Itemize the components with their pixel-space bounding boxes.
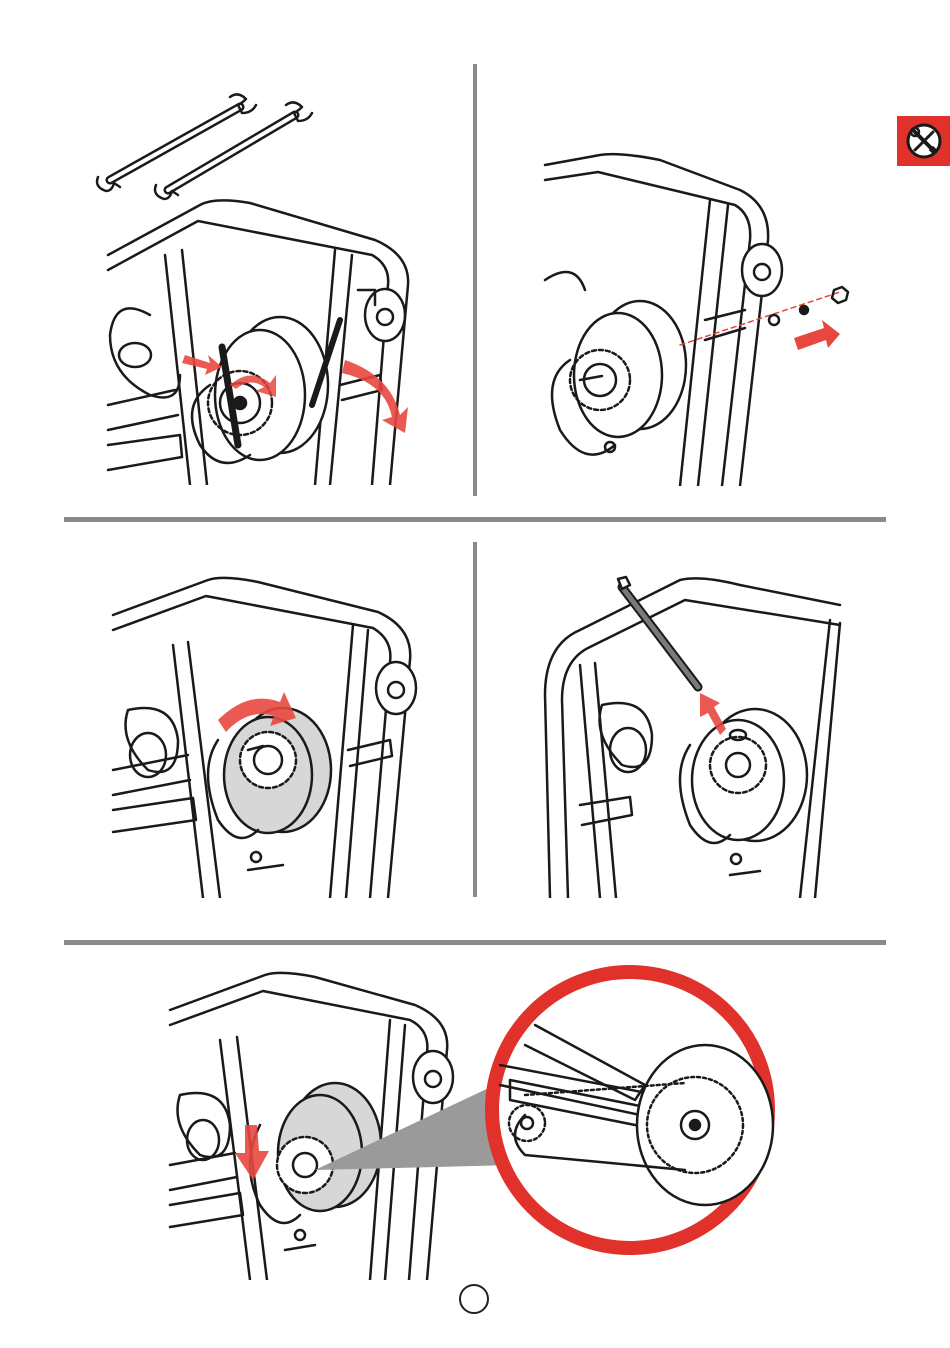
washer-2	[800, 306, 808, 314]
step-1-panel	[90, 85, 430, 485]
motor-drawing	[178, 1093, 231, 1160]
divider-vertical-top	[473, 64, 477, 496]
motor-drawing	[600, 703, 653, 772]
drive-wheel-drawing	[552, 301, 686, 455]
wrench-screwdriver-icon	[904, 121, 944, 161]
axle-shaft	[618, 577, 698, 687]
chain-detail-callout	[492, 972, 773, 1248]
castor-wheel-drawing	[376, 662, 416, 714]
divider-vertical-middle	[473, 542, 477, 897]
tools-badge	[897, 116, 950, 166]
step-5-panel	[165, 965, 795, 1280]
divider-horizontal-1	[64, 517, 886, 522]
open-end-wrench-icon	[97, 94, 312, 199]
divider-horizontal-2	[64, 940, 886, 945]
remove-arrow	[794, 320, 840, 350]
page-number-circle	[459, 1284, 489, 1314]
step-2-panel	[540, 150, 880, 486]
washer-1	[769, 315, 779, 325]
castor-wheel-drawing	[742, 244, 782, 296]
axle-nut	[832, 287, 848, 303]
tension-arrow	[235, 1125, 269, 1180]
castor-wheel-drawing	[358, 289, 405, 341]
drive-wheel-drawing	[680, 709, 807, 864]
step-3-panel	[108, 570, 438, 898]
step-4-panel	[540, 575, 850, 898]
motor-drawing	[126, 708, 179, 777]
castor-wheel-drawing	[413, 1051, 453, 1103]
